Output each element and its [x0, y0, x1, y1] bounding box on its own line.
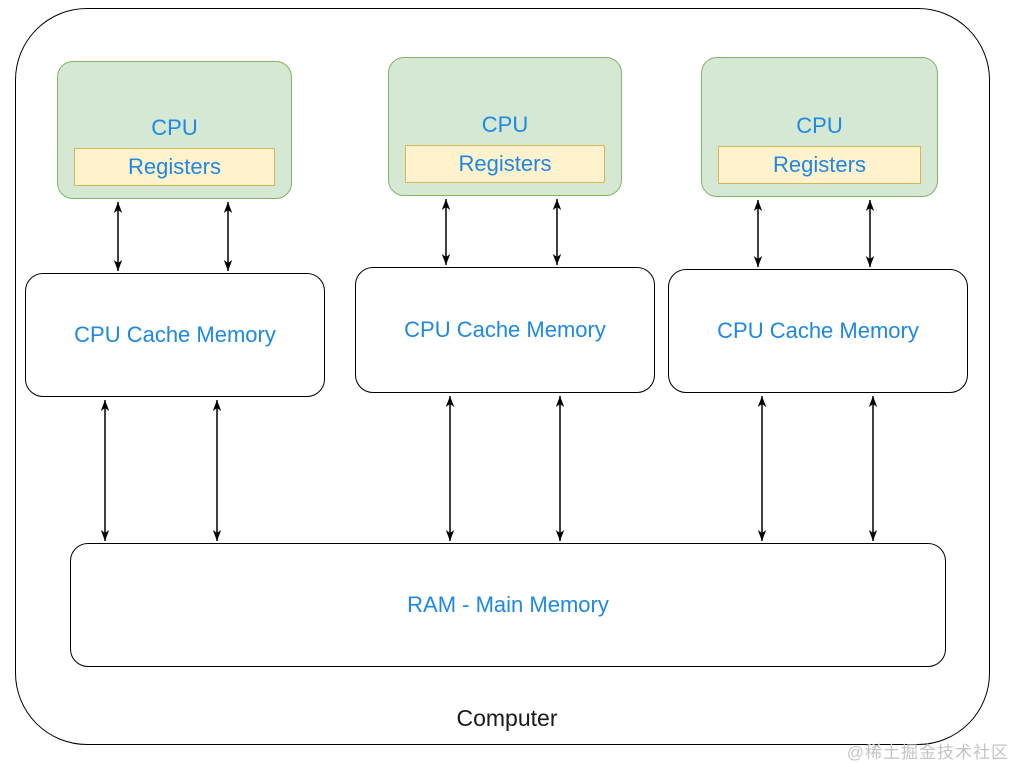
watermark: @稀土掘金技术社区 [846, 743, 1009, 762]
registers-box: Registers [74, 148, 275, 186]
cache-label: CPU Cache Memory [404, 317, 606, 342]
ram-label: RAM - Main Memory [407, 592, 609, 617]
cpu-cache-memory-box-3: CPU Cache Memory [668, 269, 968, 393]
cpu-cache-memory-box-1: CPU Cache Memory [25, 273, 325, 397]
cpu-box-1: CPU Registers [57, 61, 292, 199]
cpu-label: CPU [796, 113, 843, 138]
ram-main-memory-box: RAM - Main Memory [70, 543, 946, 667]
cpu-box-2: CPU Registers [388, 57, 622, 196]
registers-label: Registers [128, 154, 221, 179]
registers-box: Registers [405, 145, 605, 183]
registers-label: Registers [773, 152, 866, 177]
cache-label: CPU Cache Memory [717, 318, 919, 343]
computer-label: Computer [456, 705, 558, 731]
registers-box: Registers [718, 146, 921, 184]
computer-boundary-box [15, 8, 990, 745]
cache-label: CPU Cache Memory [74, 322, 276, 347]
cpu-box-3: CPU Registers [701, 57, 938, 197]
cpu-label: CPU [481, 112, 529, 137]
registers-label: Registers [458, 151, 552, 176]
cpu-label: CPU [151, 115, 198, 140]
cpu-cache-memory-box-2: CPU Cache Memory [355, 267, 655, 393]
